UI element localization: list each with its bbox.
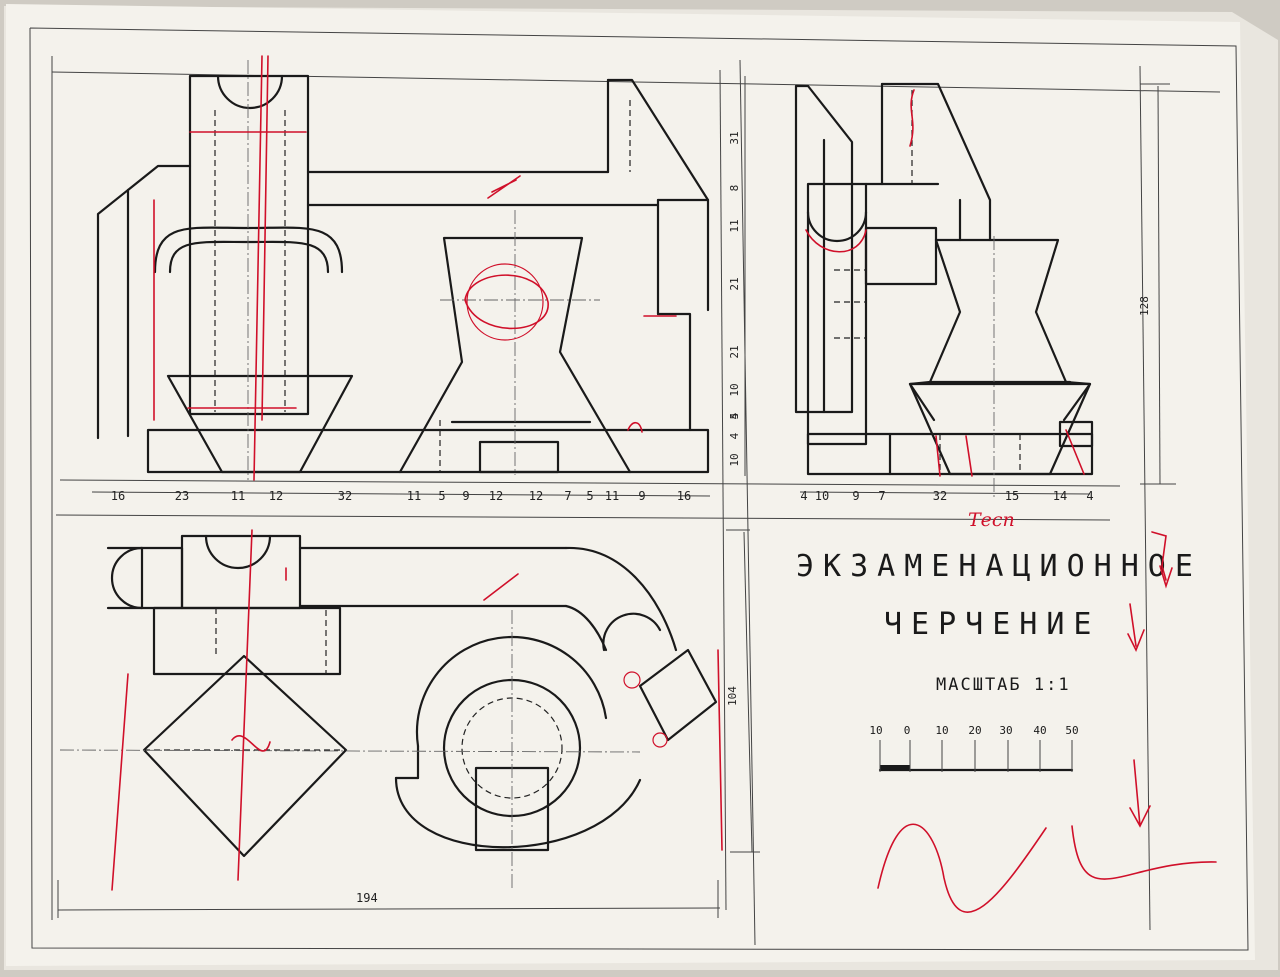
side-dimensions-bottom (799, 491, 1091, 495)
front-dim-bottom-13: 9 (638, 489, 645, 503)
side-view (794, 82, 1094, 498)
side-height-label: 128 (1138, 296, 1151, 316)
scale-bar-labels: 10 0 10 20 30 40 50 (869, 724, 1078, 737)
scale-label-6: 50 (1065, 724, 1078, 737)
scale-label-0: 10 (869, 724, 882, 737)
top-view (59, 529, 723, 891)
scale-label-2: 10 (935, 724, 948, 737)
side-dim-bottom-1: 10 (815, 489, 829, 503)
front-dim-bottom-9: 12 (529, 489, 543, 503)
front-dim-bottom-6: 5 (438, 489, 445, 503)
front-dim-bottom-12: 11 (605, 489, 619, 503)
paper (6, 4, 1255, 966)
red-annotation: Тесп (968, 509, 1015, 531)
front-dim-bottom-8: 12 (489, 489, 503, 503)
front-dim-right-6: 4 (728, 412, 741, 419)
front-dim-right-8: 5 (728, 413, 741, 420)
side-dimension-height (1140, 83, 1176, 485)
top-right-label: 104 (726, 686, 739, 706)
side-dim-bottom-6: 14 (1053, 489, 1067, 503)
side-dim-bottom-3: 7 (878, 489, 885, 503)
front-view (96, 55, 710, 481)
scale-bar (878, 740, 1074, 772)
front-dimensions-bottom (91, 491, 711, 497)
side-dim-bottom-4: 32 (933, 489, 947, 503)
front-dim-bottom-2: 11 (231, 489, 245, 503)
red-corrections (877, 531, 1217, 913)
front-dim-bottom-3: 12 (269, 489, 283, 503)
side-dim-bottom-2: 9 (852, 489, 859, 503)
title-line-1: ЭКЗАМЕНАЦИОННОЕ (796, 549, 1202, 584)
overall-dimension (57, 880, 721, 918)
drawing-frame (29, 27, 1249, 951)
front-dim-right-0: 31 (728, 131, 741, 144)
front-dim-labels-bottom: 16 23 11 12 32 11 5 9 12 12 7 5 11 9 16 (111, 489, 691, 503)
front-dim-right-5: 10 (728, 383, 741, 396)
side-dim-bottom-0: 4 (800, 489, 807, 503)
front-dim-bottom-7: 9 (462, 489, 469, 503)
front-dim-bottom-1: 23 (175, 489, 189, 503)
scale-label-5: 40 (1033, 724, 1046, 737)
side-dim-labels-bottom: 4 10 9 7 32 15 14 4 (800, 489, 1093, 503)
scale-label-3: 20 (968, 724, 981, 737)
side-dim-bottom-7: 4 (1086, 489, 1093, 503)
front-dim-bottom-14: 16 (677, 489, 691, 503)
front-dim-right-9: 10 (728, 453, 741, 466)
scale-label-1: 0 (904, 724, 911, 737)
front-dim-bottom-11: 5 (586, 489, 593, 503)
front-dim-right-3: 21 (728, 277, 741, 290)
title-block: ЭКЗАМЕНАЦИОННОЕ ЧЕРЧЕНИЕ МАСШТАБ 1:1 Тес… (796, 509, 1202, 695)
front-dim-bottom-4: 32 (338, 489, 352, 503)
side-dim-bottom-5: 15 (1005, 489, 1019, 503)
title-line-2: ЧЕРЧЕНИЕ (884, 607, 1101, 642)
overall-width-label: 194 (356, 891, 378, 905)
front-dim-bottom-0: 16 (111, 489, 125, 503)
front-dim-bottom-10: 7 (564, 489, 571, 503)
front-dim-right-1: 8 (728, 185, 741, 192)
front-dim-right-7: 4 (728, 432, 741, 439)
scale-label-4: 30 (999, 724, 1012, 737)
front-dim-right-4: 21 (728, 345, 741, 358)
scale-label: МАСШТАБ 1:1 (936, 675, 1071, 695)
front-dim-right-2: 11 (728, 219, 741, 232)
top-dimension-right (726, 529, 760, 853)
front-dim-bottom-5: 11 (407, 489, 421, 503)
